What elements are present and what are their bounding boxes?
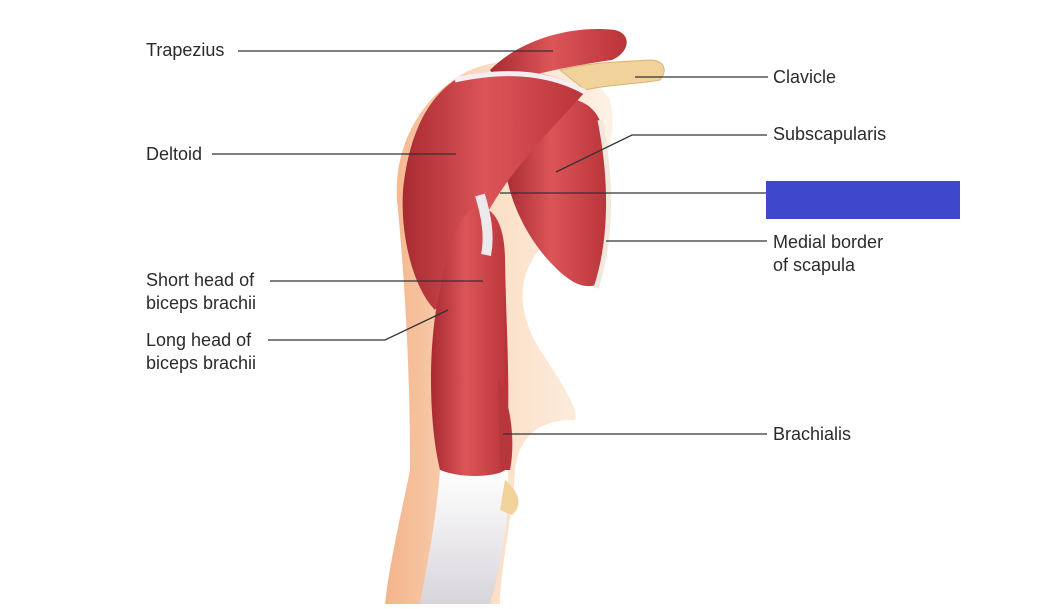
long-head-leader [268, 309, 449, 341]
hidden-label-box [766, 181, 960, 219]
clavicle-bone [558, 59, 665, 91]
label-brachialis: Brachialis [773, 424, 852, 444]
biceps-muscle [431, 207, 509, 478]
subscapularis-leader [555, 134, 767, 173]
label-medial-border-line1: Medial border [773, 232, 884, 252]
label-short-head-line1: Short head of [146, 270, 255, 290]
label-short-head-line2: biceps brachii [146, 293, 257, 313]
deltoid-muscle [402, 71, 585, 310]
label-subscapularis: Subscapularis [773, 124, 887, 144]
label-deltoid: Deltoid [146, 144, 203, 164]
label-trapezius: Trapezius [146, 40, 225, 60]
label-long-head-line2: biceps brachii [146, 353, 257, 373]
label-short-head-biceps: Short head of biceps brachii [146, 269, 256, 315]
label-long-head-biceps: Long head of biceps brachii [146, 329, 256, 375]
label-medial-border-line2: of scapula [773, 255, 856, 275]
label-clavicle: Clavicle [773, 67, 837, 87]
label-medial-border-scapula: Medial border of scapula [773, 231, 883, 277]
brachialis-muscle [498, 380, 513, 470]
scapula-border [593, 119, 612, 289]
elbow-tendons [420, 470, 509, 604]
label-long-head-line1: Long head of [146, 330, 252, 350]
trapezius-muscle [490, 29, 627, 86]
